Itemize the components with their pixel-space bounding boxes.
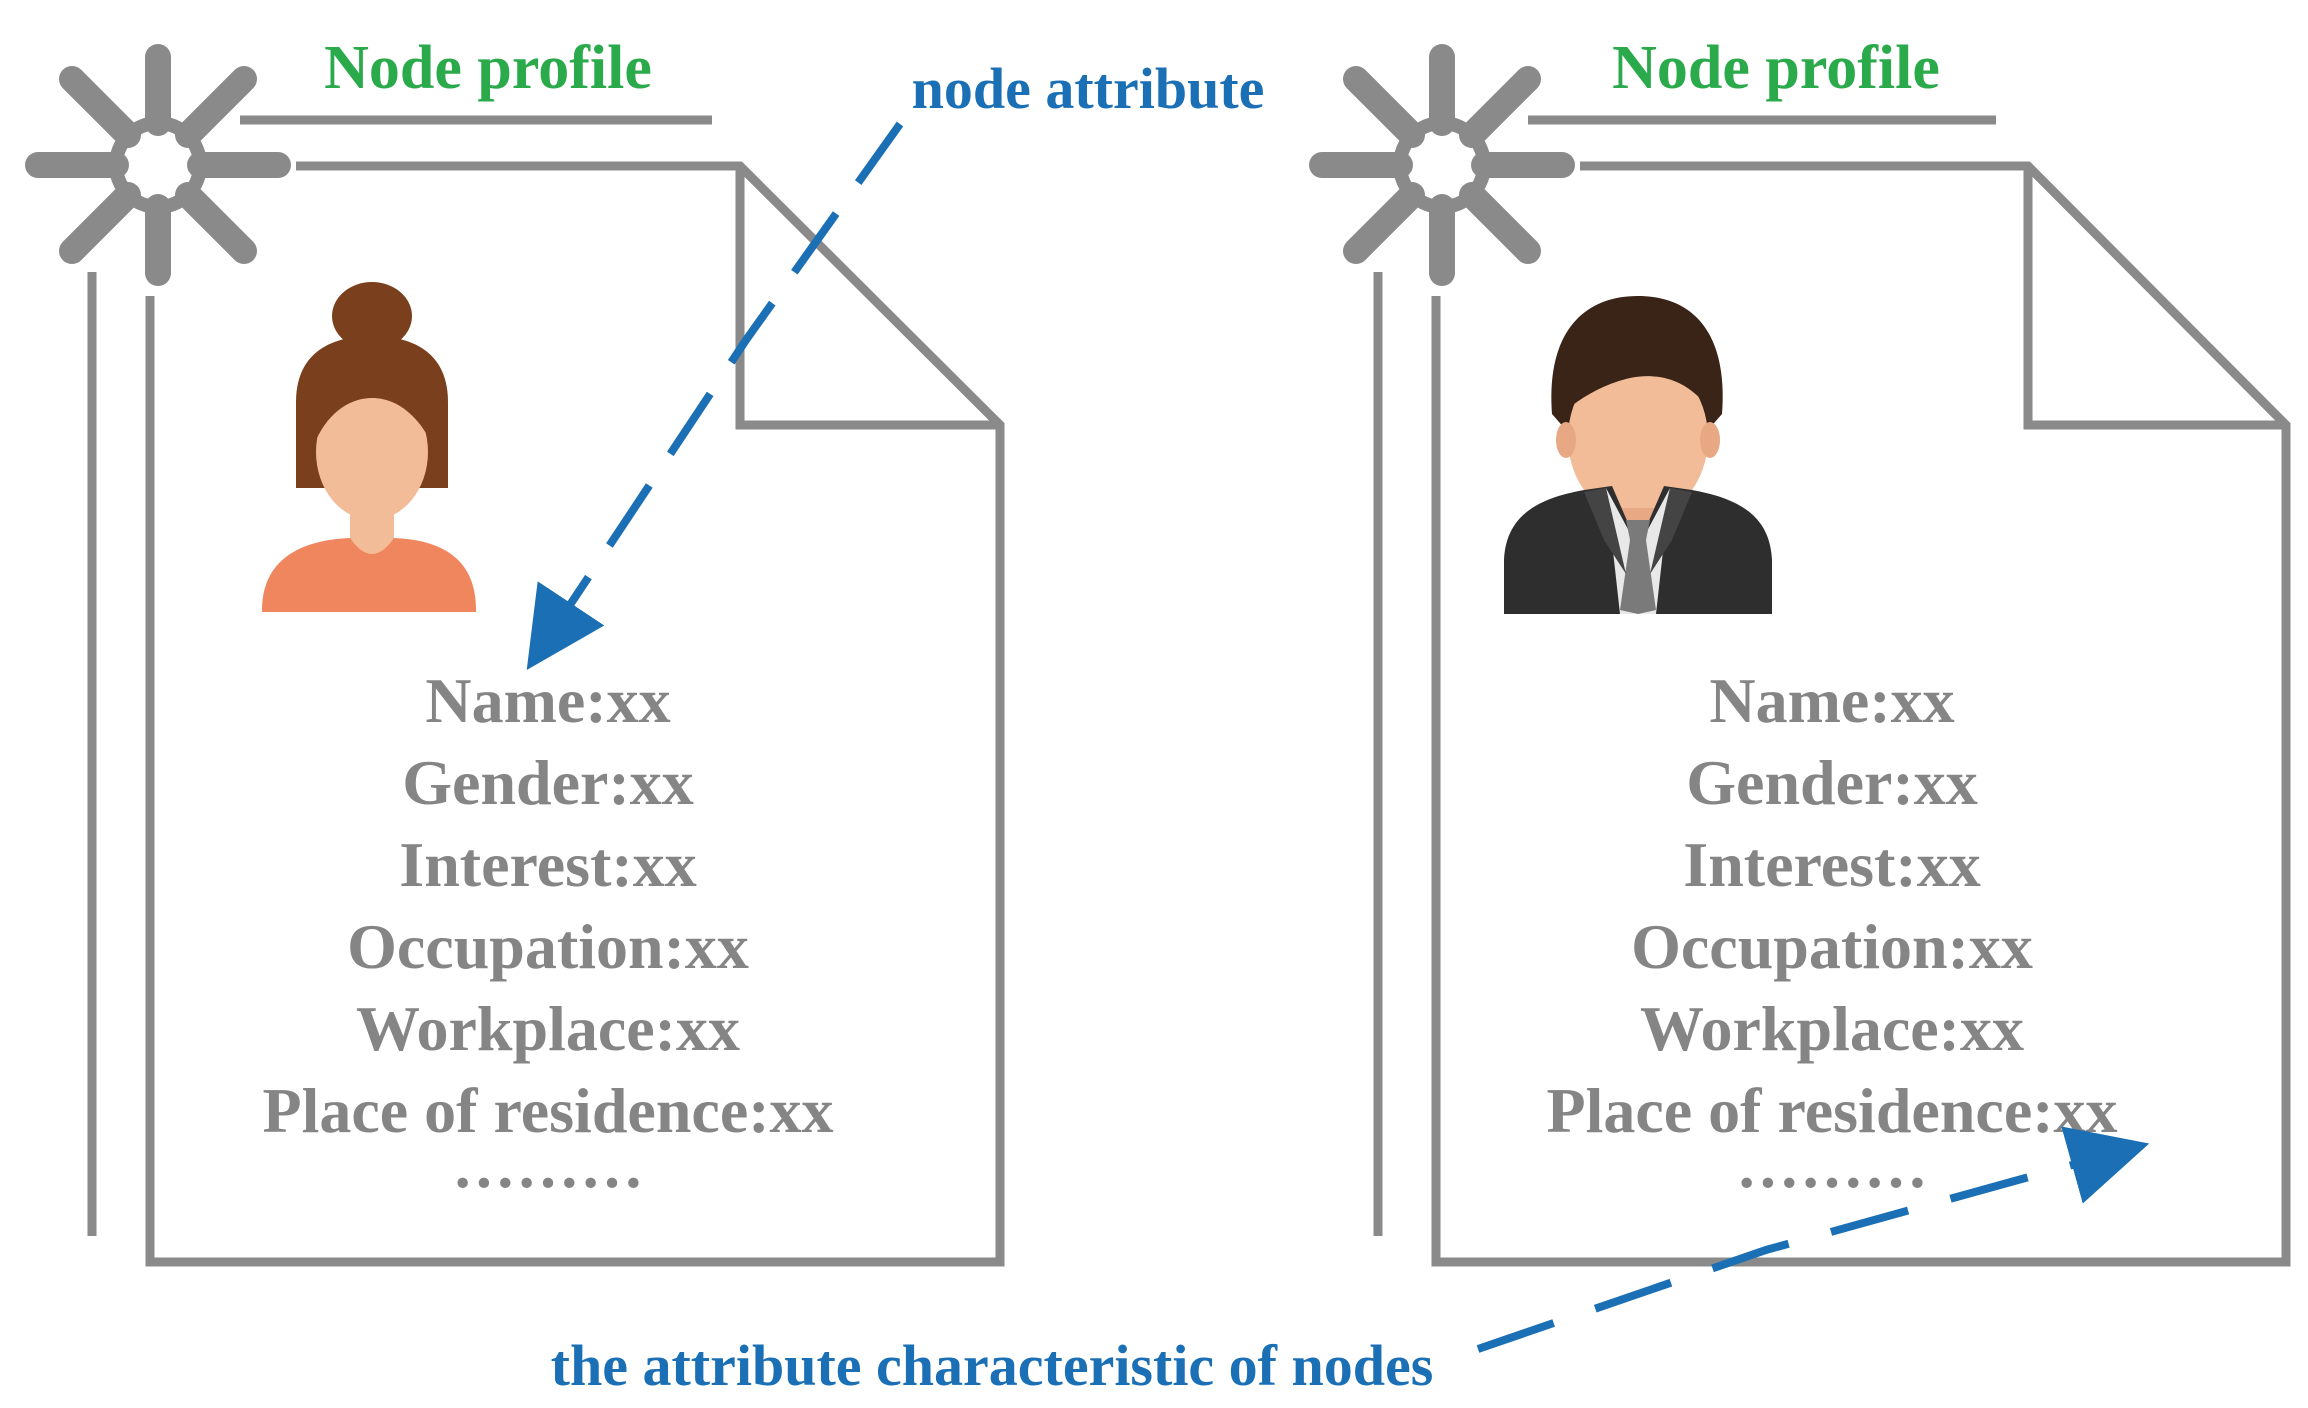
male-avatar (1504, 296, 1772, 614)
attribute-ellipsis: ········· (452, 1147, 644, 1218)
profile-title: Node profile (1612, 34, 1940, 102)
attribute-residence: Place of residence:xx (1546, 1075, 2117, 1146)
attribute-workplace: Workplace:xx (356, 993, 740, 1064)
attribute-ellipsis: ········· (1736, 1147, 1928, 1218)
attribute-interest: Interest:xx (399, 829, 696, 900)
document-icon (145, 161, 1005, 1267)
gear-icon (25, 44, 291, 286)
attribute-gender: Gender:xx (402, 747, 694, 818)
attribute-occupation: Occupation:xx (1631, 911, 2033, 982)
annotation-node-attribute: node attribute (526, 56, 1265, 670)
attribute-list: Name:xx Gender:xx Interest:xx Occupation… (1546, 665, 2117, 1218)
profile-card-right: Node profile Name:xx Gender:xx Interest:… (1309, 34, 2291, 1267)
attribute-characteristic-label: the attribute characteristic of nodes (551, 1333, 1434, 1398)
attribute-list: Name:xx Gender:xx Interest:xx Occupation… (262, 665, 833, 1218)
attribute-interest: Interest:xx (1683, 829, 1980, 900)
attribute-occupation: Occupation:xx (347, 911, 749, 982)
document-icon (1431, 161, 2291, 1267)
female-avatar (262, 282, 476, 612)
annotation-attribute-characteristic: the attribute characteristic of nodes (551, 1126, 2150, 1398)
attribute-name: Name:xx (1709, 665, 1954, 736)
arrow-icon (1476, 1126, 2150, 1353)
arrow-icon (526, 121, 904, 670)
attribute-residence: Place of residence:xx (262, 1075, 833, 1146)
attribute-workplace: Workplace:xx (1640, 993, 2024, 1064)
attribute-name: Name:xx (425, 665, 670, 736)
node-attribute-label: node attribute (912, 56, 1265, 121)
gear-icon (1309, 44, 1575, 286)
profile-title: Node profile (324, 34, 652, 102)
attribute-gender: Gender:xx (1686, 747, 1978, 818)
profile-card-left: Node profile Name:xx Gender:xx Interest:… (25, 34, 1005, 1267)
